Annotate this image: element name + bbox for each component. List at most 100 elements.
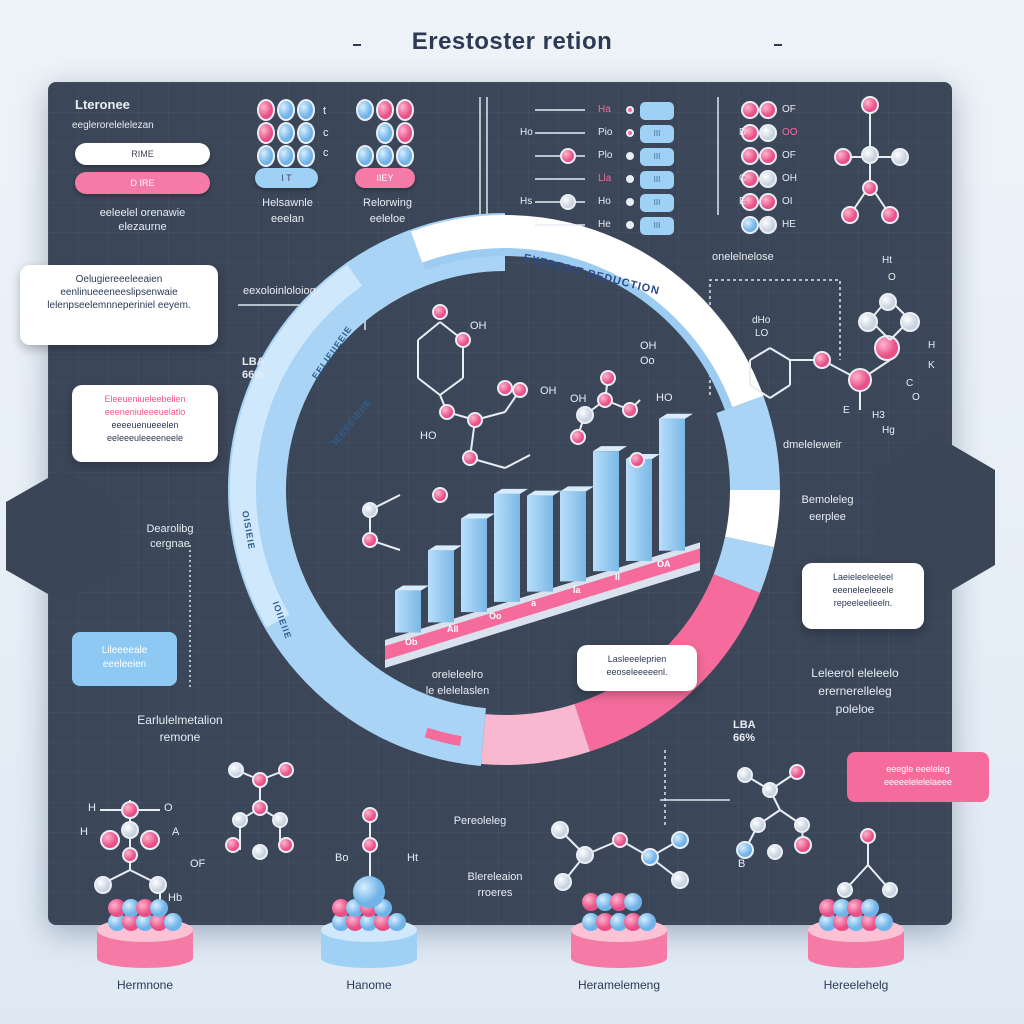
hexagon-right bbox=[875, 435, 995, 600]
label: eexoloinloloiog bbox=[243, 285, 316, 297]
atom bbox=[374, 913, 392, 931]
atom bbox=[671, 831, 689, 849]
atom bbox=[741, 193, 759, 211]
blue-pill-button[interactable]: I T bbox=[255, 168, 318, 188]
reaction-right-label: Pio bbox=[598, 127, 613, 138]
pedestal-label: Hermnone bbox=[116, 978, 174, 992]
caption: Earlulelmetalion bbox=[137, 713, 223, 727]
reaction-button[interactable]: III bbox=[640, 148, 674, 166]
atom bbox=[638, 913, 656, 931]
atom bbox=[597, 392, 613, 408]
atom bbox=[891, 148, 909, 166]
atom bbox=[741, 124, 759, 142]
grid-label: OF bbox=[782, 104, 796, 115]
atom bbox=[121, 801, 139, 819]
reaction-button[interactable]: III bbox=[640, 217, 674, 235]
label: dmeleleweir bbox=[783, 439, 842, 451]
atom bbox=[794, 817, 810, 833]
info-card: Lasleeeleprien eeoseleeeeenl. bbox=[577, 645, 697, 691]
chemical-label: H bbox=[80, 826, 88, 838]
bottom-molecule-3 bbox=[362, 807, 378, 880]
pink-pill-button[interactable]: IIEY bbox=[355, 168, 415, 188]
chemical-label: A bbox=[172, 826, 180, 838]
chemical-label: O bbox=[164, 802, 173, 814]
atom bbox=[759, 147, 777, 165]
chart-base-label: AII bbox=[447, 623, 459, 634]
atom bbox=[257, 122, 275, 144]
grid-letter: c bbox=[323, 147, 329, 159]
info-card: Oelugiereeeleeaien eenlinueeeneeslipsenw… bbox=[20, 265, 218, 345]
chemical-label: Ht bbox=[882, 255, 892, 266]
ring-segment-blue bbox=[228, 213, 506, 766]
chemical-label: OH bbox=[640, 340, 657, 352]
atom bbox=[741, 147, 759, 165]
atom bbox=[813, 351, 831, 369]
atom bbox=[741, 170, 759, 188]
card-line: Laeieleeleeleel bbox=[832, 572, 894, 582]
atom bbox=[610, 913, 628, 931]
caption: Leleerol eleleelo bbox=[811, 666, 899, 680]
atom bbox=[278, 762, 294, 778]
atom bbox=[297, 145, 315, 167]
chemical-label: dHo bbox=[752, 315, 771, 326]
reaction-button[interactable] bbox=[640, 102, 674, 120]
atom bbox=[122, 913, 140, 931]
caption: le elelelaslen bbox=[425, 685, 490, 697]
bottom-molecule-6 bbox=[837, 828, 898, 898]
atom bbox=[108, 899, 126, 917]
top-right-molecule bbox=[834, 96, 909, 224]
caption: eeelan bbox=[270, 213, 305, 225]
caption: Blereleaion bbox=[467, 871, 523, 883]
atom bbox=[360, 913, 378, 931]
atom bbox=[164, 913, 182, 931]
white-pill-button[interactable]: RIME bbox=[75, 143, 210, 165]
atom bbox=[847, 899, 865, 917]
caption: eeleloe bbox=[369, 213, 406, 225]
caption: cergnae bbox=[150, 538, 190, 550]
chemical-label: HO bbox=[656, 392, 673, 404]
atom bbox=[136, 913, 154, 931]
atom bbox=[848, 368, 872, 392]
chart-base-label: II bbox=[615, 571, 621, 582]
atom bbox=[882, 882, 898, 898]
reaction-button[interactable]: III bbox=[640, 171, 674, 189]
caption: Bemoleleg bbox=[801, 494, 854, 506]
pink-pill-button[interactable]: D IRE bbox=[75, 172, 210, 194]
atom bbox=[108, 913, 126, 931]
bar-top bbox=[527, 490, 561, 496]
atom bbox=[629, 452, 645, 468]
atom bbox=[741, 101, 759, 119]
bond bbox=[769, 347, 791, 361]
atom bbox=[277, 99, 295, 121]
card-line: eeleeeuleeeeneele bbox=[106, 433, 184, 443]
dot bbox=[626, 106, 634, 114]
bottom-molecule-2 bbox=[225, 762, 294, 860]
caption: oreleleelro bbox=[431, 669, 484, 681]
atom bbox=[100, 830, 120, 850]
bar-top bbox=[395, 585, 429, 591]
dot bbox=[626, 175, 634, 183]
atom bbox=[759, 216, 777, 234]
bar bbox=[560, 491, 586, 582]
atom bbox=[596, 913, 614, 931]
reaction-button[interactable]: III bbox=[640, 125, 674, 143]
pedestal-label: Hereelehelg bbox=[823, 978, 889, 992]
atom bbox=[847, 913, 865, 931]
atom bbox=[462, 450, 478, 466]
atom bbox=[900, 312, 920, 332]
atom bbox=[881, 206, 899, 224]
chemical-label: Bo bbox=[335, 852, 349, 864]
blue-info-box: Lileeeeale eeeleeien bbox=[72, 632, 177, 686]
reaction-button[interactable]: III bbox=[640, 194, 674, 212]
pink-info-card: eeegle eeeleleg eeeeelelelelaeee bbox=[847, 752, 989, 802]
chemical-label: K bbox=[928, 360, 935, 371]
center-molecule bbox=[417, 304, 531, 503]
atom bbox=[376, 122, 394, 144]
atom bbox=[737, 767, 753, 783]
atom bbox=[759, 193, 777, 211]
ring-banner bbox=[410, 215, 764, 410]
bond bbox=[439, 377, 464, 396]
atom bbox=[376, 99, 394, 121]
atom bbox=[837, 882, 853, 898]
atom bbox=[122, 847, 138, 863]
